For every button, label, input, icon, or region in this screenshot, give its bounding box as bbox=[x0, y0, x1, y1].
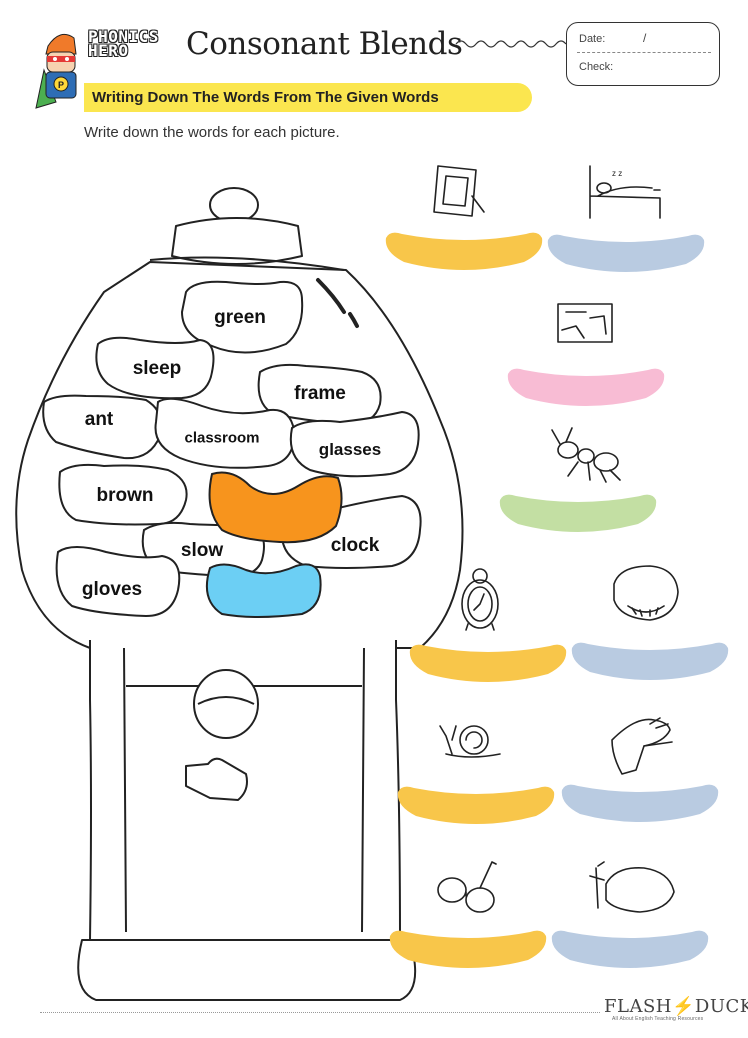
ant-answer-blank[interactable] bbox=[499, 494, 657, 532]
date-check-box: Date: / Check: bbox=[566, 22, 720, 86]
brand-logo: FLASH⚡DUCK bbox=[604, 996, 748, 1017]
footer-divider bbox=[40, 1012, 600, 1013]
frame-picture-icon bbox=[433, 165, 485, 217]
bean-orange bbox=[208, 471, 343, 544]
word-slow: slow bbox=[180, 540, 224, 561]
subtitle: Writing Down The Words From The Given Wo… bbox=[92, 89, 439, 106]
lightning-bolt-icon: ⚡ bbox=[671, 996, 695, 1017]
brand-left: FLASH bbox=[604, 996, 672, 1017]
brand-right: DUCK bbox=[694, 996, 748, 1017]
ant-picture-icon bbox=[551, 427, 621, 483]
date-divider bbox=[577, 52, 711, 53]
glasses-answer-blank[interactable] bbox=[389, 930, 547, 968]
clock-answer-blank[interactable] bbox=[409, 644, 567, 682]
brand-tagline: All About English Teaching Resources bbox=[612, 1016, 704, 1022]
word-green: green bbox=[214, 307, 266, 328]
instruction-text: Write down the words for each picture. bbox=[84, 124, 340, 141]
sleep-picture-icon: z z bbox=[589, 165, 661, 219]
green-answer-blank[interactable] bbox=[571, 642, 729, 680]
sleep-answer-blank[interactable] bbox=[547, 234, 705, 272]
answer-blanks bbox=[385, 232, 729, 968]
word-brown: brown bbox=[96, 485, 154, 506]
slow-answer-blank[interactable] bbox=[397, 786, 555, 824]
machine-lid bbox=[171, 217, 303, 265]
machine-base bbox=[77, 939, 417, 1001]
bean-sleep bbox=[95, 336, 215, 400]
machine-knob bbox=[209, 187, 259, 223]
svg-text:z z: z z bbox=[612, 169, 622, 178]
brown-picture-icon bbox=[589, 861, 675, 913]
bean-glasses bbox=[289, 410, 420, 478]
bean-green bbox=[180, 280, 304, 354]
hero-mascot-icon: P bbox=[35, 33, 77, 109]
subtitle-banner bbox=[84, 83, 532, 112]
clock-picture-icon bbox=[461, 568, 499, 631]
coin-slot bbox=[193, 669, 259, 739]
brown-answer-blank[interactable] bbox=[551, 930, 709, 968]
check-label[interactable]: Check: bbox=[579, 61, 614, 73]
wavy-divider bbox=[455, 40, 566, 48]
classroom-answer-blank[interactable] bbox=[507, 368, 665, 406]
word-ant: ant bbox=[84, 409, 114, 430]
word-sleep: sleep bbox=[132, 358, 182, 379]
phonics-hero-logo-text: PHONICS HERO bbox=[88, 27, 159, 60]
frame-answer-blank[interactable] bbox=[385, 232, 543, 270]
bean-brown bbox=[58, 463, 188, 526]
turn-handle bbox=[185, 757, 248, 801]
glasses-picture-icon bbox=[437, 861, 497, 913]
word-gloves: gloves bbox=[81, 579, 143, 600]
logo-line-hero: HERO bbox=[88, 41, 129, 60]
gloves-picture-icon bbox=[611, 717, 673, 775]
gloves-answer-blank[interactable] bbox=[561, 784, 719, 822]
page-title: Consonant Blends bbox=[186, 26, 463, 62]
svg-text:P: P bbox=[58, 80, 64, 90]
bean-group bbox=[42, 280, 422, 618]
slow-picture-icon bbox=[439, 725, 501, 758]
date-label: Date: bbox=[579, 33, 606, 45]
word-classroom: classroom bbox=[184, 429, 260, 447]
word-glasses: glasses bbox=[318, 440, 382, 459]
word-frame: frame bbox=[294, 383, 346, 404]
green-picture-icon bbox=[613, 565, 679, 621]
date-slash[interactable]: / bbox=[643, 31, 647, 45]
logo-line-phonics: PHONICS bbox=[88, 27, 159, 46]
classroom-picture-icon bbox=[557, 303, 613, 343]
word-clock: clock bbox=[330, 535, 380, 556]
bean-blue bbox=[206, 563, 322, 618]
bean-gloves bbox=[55, 546, 181, 618]
